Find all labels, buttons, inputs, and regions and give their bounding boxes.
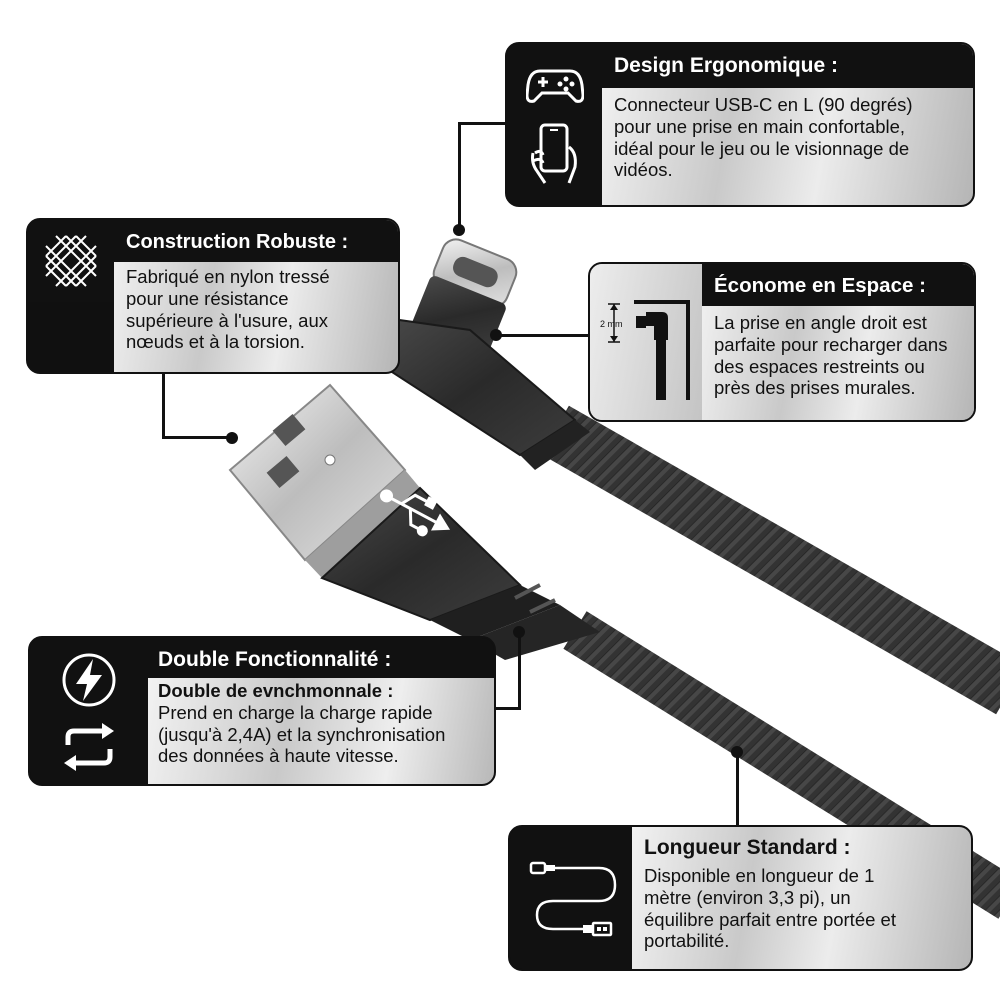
card-text-line: pour une prise en main confortable, — [614, 115, 906, 137]
cable-usb-icon — [529, 861, 617, 937]
callout-line-longueur — [736, 752, 739, 826]
card-construction-robuste: Construction Robuste : Fabriqué en nylon… — [26, 218, 400, 374]
callout-dot-econome — [490, 329, 502, 341]
card-title: Économe en Espace : — [702, 264, 974, 306]
card-text-panel — [148, 678, 494, 784]
card-econome-en-espace: 2 mm Économe en Espace : La prise en ang… — [588, 262, 976, 422]
card-icon-panel — [510, 827, 632, 969]
usb-trident-icon — [380, 489, 451, 537]
sync-arrows-icon — [64, 723, 114, 771]
callout-line-econome — [498, 334, 590, 337]
card-text-line: (jusqu'à 2,4A) et la synchronisation — [158, 723, 446, 745]
card-icon-panel: 2 mm — [590, 264, 702, 420]
card-text-line: équilibre parfait entre portée et — [644, 908, 896, 930]
card-title: Design Ergonomique : — [602, 44, 973, 88]
card-text-line: Prend en charge la charge rapide — [158, 701, 433, 723]
callout-dot-construction — [226, 432, 238, 444]
card-icon-panel — [28, 220, 114, 302]
card-text-line: nœuds et à la torsion. — [126, 331, 305, 353]
callout-line-construction-v — [162, 374, 165, 439]
lightning-bolt-icon — [62, 653, 116, 707]
callout-dot-longueur — [731, 746, 743, 758]
right-angle-plug-icon: 2 mm — [600, 300, 690, 400]
callout-line-design-h — [458, 122, 510, 125]
gap-label: 2 mm — [600, 319, 623, 329]
callout-line-double-v — [518, 632, 521, 710]
callout-dot-double — [513, 626, 525, 638]
card-subtitle: Double de evnchmonnale : — [158, 680, 394, 701]
gamepad-icon — [525, 69, 584, 103]
card-body: Double Fonctionnalité : Double de evnchm… — [148, 638, 494, 784]
card-text-line: Fabriqué en nylon tressé — [126, 266, 330, 287]
card-title: Double Fonctionnalité : — [148, 638, 494, 678]
card-text: Double de evnchmonnale : Prend en charge… — [158, 680, 486, 767]
card-title: Construction Robuste : — [114, 220, 398, 262]
phone-in-hand-icon — [530, 123, 577, 184]
card-body: Construction Robuste : Fabriqué en nylon… — [114, 220, 398, 372]
card-text-line: des espaces restreints ou — [714, 355, 925, 377]
card-body: Design Ergonomique : Connecteur USB-C en… — [602, 44, 973, 205]
card-text: Connecteur USB-C en L (90 degrés) pour u… — [614, 94, 965, 181]
braided-weave-icon — [45, 235, 97, 287]
card-text-line: mètre (environ 3,3 pi), un — [644, 886, 851, 908]
card-text-line: idéal pour le jeu ou le visionnage de — [614, 137, 910, 159]
card-body: Longueur Standard : Disponible en longue… — [632, 827, 971, 969]
card-text-line: Connecteur USB-C en L (90 degrés) — [614, 94, 913, 115]
card-text-line: La prise en angle droit est — [714, 312, 927, 333]
card-design-ergonomique: Design Ergonomique : Connecteur USB-C en… — [505, 42, 975, 207]
card-text-line: près des prises murales. — [714, 377, 916, 399]
card-icon-panel — [30, 638, 148, 784]
card-icon-panel — [507, 44, 602, 205]
card-text-line: Disponible en longueur de 1 — [644, 865, 875, 886]
card-double-fonctionnalite: Double Fonctionnalité : Double de evnchm… — [28, 636, 496, 786]
card-text: Fabriqué en nylon tressé pour une résist… — [126, 266, 390, 353]
card-text-line: portabilité. — [644, 930, 730, 952]
card-text-line: des données à haute vitesse. — [158, 745, 399, 767]
card-title: Longueur Standard : — [644, 836, 851, 859]
card-text-line: supérieure à l'usure, aux — [126, 309, 329, 331]
callout-line-double-h — [496, 707, 521, 710]
braided-cable-upper — [541, 405, 1000, 715]
callout-dot-design — [453, 224, 465, 236]
card-text-line: vidéos. — [614, 159, 673, 181]
card-text-line: parfaite pour recharger dans — [714, 333, 948, 355]
card-text-line: pour une résistance — [126, 287, 289, 309]
callout-line-construction-h — [162, 436, 232, 439]
usb-c-connector — [377, 238, 590, 470]
card-longueur-standard: Longueur Standard : Disponible en longue… — [508, 825, 973, 971]
card-text: Disponible en longueur de 1 mètre (envir… — [644, 865, 963, 952]
card-body: Économe en Espace : La prise en angle dr… — [702, 264, 974, 420]
callout-line-design-v — [458, 124, 461, 230]
card-text: La prise en angle droit est parfaite pou… — [714, 312, 966, 399]
